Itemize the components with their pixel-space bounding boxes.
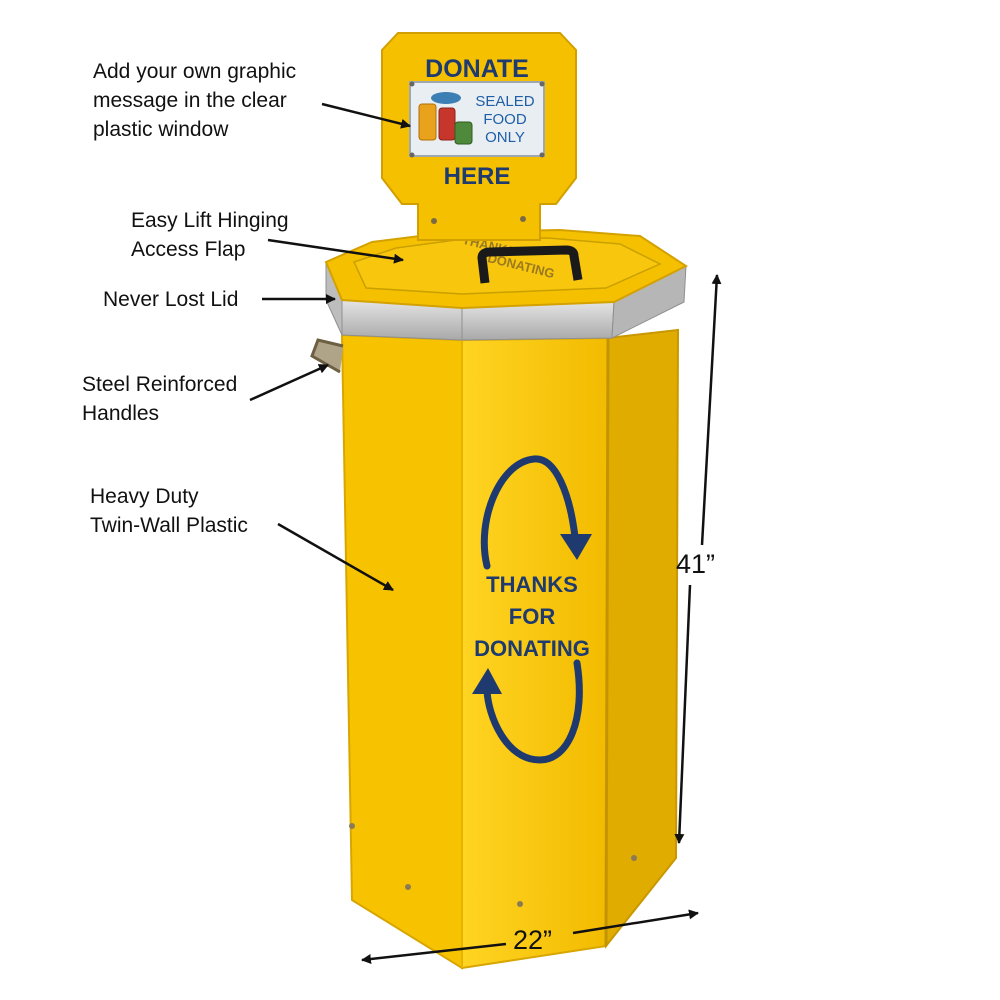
height-dimension-label: 41”: [676, 549, 716, 579]
arrow-wall: [277, 522, 394, 592]
window-line-3: ONLY: [485, 129, 525, 146]
bin-right-panel: [604, 328, 680, 949]
rivet: [631, 855, 637, 861]
callout-access-flap: Easy Lift Hinging Access Flap: [131, 206, 289, 264]
arrow-flap: [267, 238, 404, 264]
can-graphic: [454, 121, 473, 145]
callout-twin-wall-plastic: Heavy Duty Twin-Wall Plastic: [90, 482, 248, 540]
dimension-arrows: [361, 274, 722, 964]
bowl-graphic: [431, 92, 461, 104]
arrow-head-up-icon: [472, 668, 502, 694]
thanks-graphic: THANKS FOR DONATING: [472, 455, 592, 764]
body-text-line-1: THANKS: [486, 572, 578, 597]
callout-never-lost-lid: Never Lost Lid: [103, 285, 238, 314]
callout-line: Steel Reinforced: [82, 373, 238, 396]
arrow-head-down-icon: [560, 534, 592, 560]
arrow-handles: [249, 363, 329, 402]
flap-handle: [477, 245, 583, 284]
callout-line: Easy Lift Hinging: [131, 209, 289, 232]
window-screw: [409, 152, 415, 158]
can-graphic: [418, 103, 437, 141]
window-screw: [539, 81, 545, 87]
callout-line: Twin-Wall Plastic: [90, 514, 248, 537]
arrow-arc-top: [480, 455, 579, 570]
rivet: [517, 901, 523, 907]
callout-arrows: [249, 102, 411, 592]
callout-graphic-window: Add your own graphic message in the clea…: [93, 57, 296, 144]
width-arrow-left: [361, 942, 507, 964]
rivet: [520, 216, 526, 222]
window-line-1: SEALED: [475, 93, 534, 110]
bin-left-panel: [340, 333, 463, 970]
callout-line: message in the clear: [93, 89, 287, 112]
flap-outline: [352, 237, 662, 295]
width-dimension-label: 22”: [513, 925, 553, 955]
callout-line: Add your own graphic: [93, 60, 297, 83]
access-flap: THANKS DONATING: [324, 228, 689, 310]
window-screw: [409, 81, 415, 87]
height-arrow-down: [674, 584, 692, 844]
arrow-arc-bottom: [483, 659, 583, 764]
rivet: [405, 884, 411, 890]
body-text-line-3: DONATING: [474, 636, 590, 661]
callout-line: Heavy Duty: [90, 485, 199, 508]
callout-line: Handles: [82, 402, 160, 425]
body-text-line-2: FOR: [509, 604, 556, 629]
callout-steel-handles: Steel Reinforced Handles: [82, 370, 237, 428]
height-arrow-up: [700, 274, 722, 546]
arrow-window: [321, 102, 411, 129]
callout-line: Never Lost Lid: [103, 288, 239, 311]
rivet: [349, 823, 355, 829]
window-screw: [539, 152, 545, 158]
panel-seam: [604, 337, 610, 947]
window-line-2: FOOD: [483, 111, 526, 128]
width-arrow-right: [572, 909, 699, 935]
donate-sign: DONATE SEALED FOOD ONLY HERE: [381, 32, 577, 241]
rivet: [431, 218, 437, 224]
steel-handle: [310, 338, 344, 374]
callout-line: Access Flap: [131, 238, 246, 261]
callout-line: plastic window: [93, 118, 229, 141]
can-graphic: [438, 107, 456, 141]
sign-top-text: DONATE: [425, 55, 529, 83]
bin-body: [340, 328, 680, 970]
sign-bottom-text: HERE: [444, 163, 511, 190]
